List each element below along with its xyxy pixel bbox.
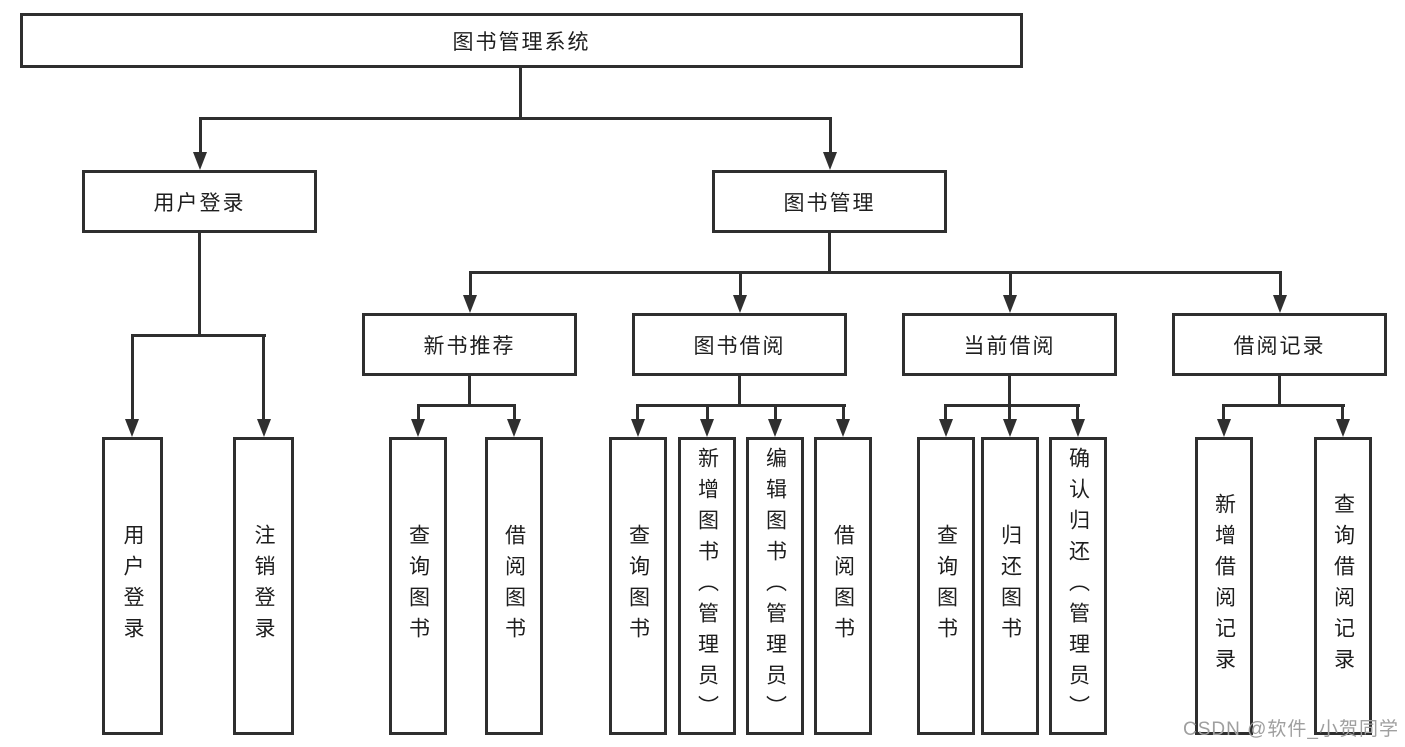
node-label: 用户登录 [153,191,246,215]
node-label: 新增借阅记录 [1212,493,1236,679]
arrow-down-icon [125,419,139,437]
edge-book-borrow-stem [738,376,741,407]
edge-drop [842,404,845,420]
edge-drop [1341,404,1344,420]
edge-drop [513,404,516,420]
edge-borrow-record-branch [1223,404,1345,407]
leaf-logout-login: 注销登录 [233,437,294,735]
node-library-system: 图书管理系统 [20,13,1023,68]
edge-drop [1076,404,1079,420]
leaf-add-borrow-record: 新增借阅记录 [1195,437,1253,735]
arrow-down-icon [1273,295,1287,313]
edge-drop-login-leaf [131,334,134,421]
node-book-borrow: 图书借阅 [632,313,847,376]
node-current-borrow: 当前借阅 [902,313,1117,376]
edge-drop [944,404,947,420]
leaf-edit-book-admin: 编辑图书（管理员） [746,437,804,735]
leaf-confirm-return-admin: 确认归还（管理员） [1049,437,1107,735]
leaf-return-book: 归还图书 [981,437,1039,735]
node-label: 图书管理系统 [452,30,591,54]
arrow-down-icon [411,419,425,437]
node-label: 当前借阅 [963,334,1056,358]
edge-drop-current-borrow [1009,271,1012,298]
edge-drop-new-book [469,271,472,298]
edge-drop-book-borrow [739,271,742,298]
leaf-query-book-borrow: 查询图书 [609,437,667,735]
node-label: 查询借阅记录 [1331,493,1355,679]
arrow-down-icon [463,295,477,313]
edge-drop [706,404,709,420]
arrow-down-icon [257,419,271,437]
edge-root-stem [519,68,522,120]
arrow-down-icon [1003,295,1017,313]
node-label: 查询图书 [406,524,430,648]
edge-drop [417,404,420,420]
edge-drop-logout-leaf [262,334,265,421]
arrow-down-icon [1071,419,1085,437]
arrow-down-icon [1336,419,1350,437]
arrow-down-icon [1003,419,1017,437]
arrow-down-icon [507,419,521,437]
node-label: 新增图书（管理员） [695,446,719,726]
leaf-borrow-book-recommend: 借阅图书 [485,437,543,735]
node-borrow-record: 借阅记录 [1172,313,1387,376]
arrow-down-icon [193,152,207,170]
edge-drop-book-management [829,117,832,153]
node-label: 归还图书 [998,524,1022,648]
arrow-down-icon [1217,419,1231,437]
edge-recommend-stem [468,376,471,407]
leaf-query-book-current: 查询图书 [917,437,975,735]
edge-book-mgmt-branch [469,271,1282,274]
arrow-down-icon [733,295,747,313]
edge-borrow-record-stem [1278,376,1281,407]
edge-drop [774,404,777,420]
leaf-query-book-recommend: 查询图书 [389,437,447,735]
node-label: 新书推荐 [423,334,516,358]
edge-root-branch [199,117,832,120]
edge-drop [1222,404,1225,420]
edge-book-mgmt-stem [828,233,831,274]
node-label: 借阅图书 [502,524,526,648]
node-label: 借阅记录 [1233,334,1326,358]
node-new-book-recommend: 新书推荐 [362,313,577,376]
edge-drop-user-login [199,117,202,153]
edge-current-borrow-branch [945,404,1080,407]
leaf-user-login: 用户登录 [102,437,163,735]
node-label: 用户登录 [121,524,145,648]
node-label: 查询图书 [934,524,958,648]
leaf-borrow-book: 借阅图书 [814,437,872,735]
edge-drop [1008,404,1011,420]
arrow-down-icon [631,419,645,437]
edge-user-login-branch [131,334,266,337]
edge-current-borrow-stem [1008,376,1011,407]
edge-recommend-branch [417,404,516,407]
arrow-down-icon [768,419,782,437]
node-label: 图书借阅 [693,334,786,358]
node-book-management: 图书管理 [712,170,947,233]
node-label: 编辑图书（管理员） [763,446,787,726]
arrow-down-icon [700,419,714,437]
arrow-down-icon [939,419,953,437]
leaf-query-borrow-record: 查询借阅记录 [1314,437,1372,735]
node-label: 图书管理 [783,191,876,215]
node-label: 查询图书 [626,524,650,648]
edge-drop-borrow-record [1279,271,1282,298]
node-label: 确认归还（管理员） [1066,446,1090,726]
node-label: 注销登录 [252,524,276,648]
node-label: 借阅图书 [831,524,855,648]
leaf-add-book-admin: 新增图书（管理员） [678,437,736,735]
edge-drop [636,404,639,420]
edge-book-borrow-branch [637,404,846,407]
node-user-login: 用户登录 [82,170,317,233]
arrow-down-icon [823,152,837,170]
csdn-watermark: CSDN @软件_小贺同学 [1183,719,1399,740]
edge-user-login-stem [198,233,201,336]
arrow-down-icon [836,419,850,437]
